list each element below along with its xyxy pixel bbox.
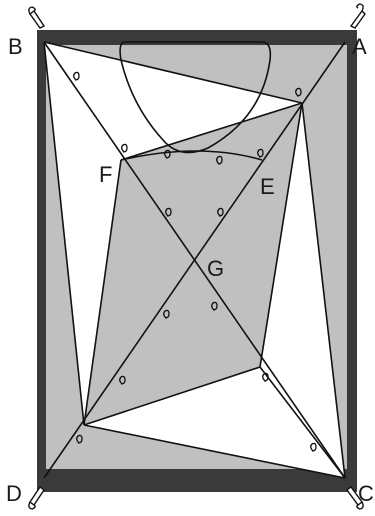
clip-icon	[121, 143, 128, 153]
clip-icon	[73, 71, 80, 81]
vertex-label-g: G	[207, 256, 224, 281]
clip-icon	[163, 309, 170, 319]
white-region-bottom	[84, 367, 345, 478]
stake-pins	[28, 3, 366, 510]
white-region-top	[44, 42, 302, 160]
clip-icon	[295, 87, 302, 97]
edges	[43, 41, 346, 479]
clip-icon	[211, 301, 218, 311]
clip-icon	[310, 442, 317, 452]
clip-icon	[76, 434, 83, 444]
clip-icon	[216, 155, 223, 165]
stake-icon-b	[28, 6, 46, 29]
clip-icon	[262, 372, 269, 382]
vertex-label-c: C	[358, 481, 374, 506]
clip-icon	[257, 148, 264, 158]
vertex-label-a: A	[352, 34, 367, 59]
vertex-label-d: D	[6, 481, 22, 506]
vertex-label-f: F	[99, 162, 112, 187]
vertex-label-e: E	[260, 174, 275, 199]
clip-icon	[217, 207, 224, 217]
vertex-label-b: B	[8, 34, 23, 59]
clip-marks	[73, 71, 317, 452]
stake-icon-a	[349, 3, 366, 29]
clip-icon	[119, 375, 126, 385]
stake-icon-d	[28, 485, 45, 510]
clip-icon	[165, 207, 172, 217]
clip-icon	[164, 149, 171, 159]
stake-icon-c	[346, 486, 364, 510]
white-region-left	[44, 42, 121, 425]
